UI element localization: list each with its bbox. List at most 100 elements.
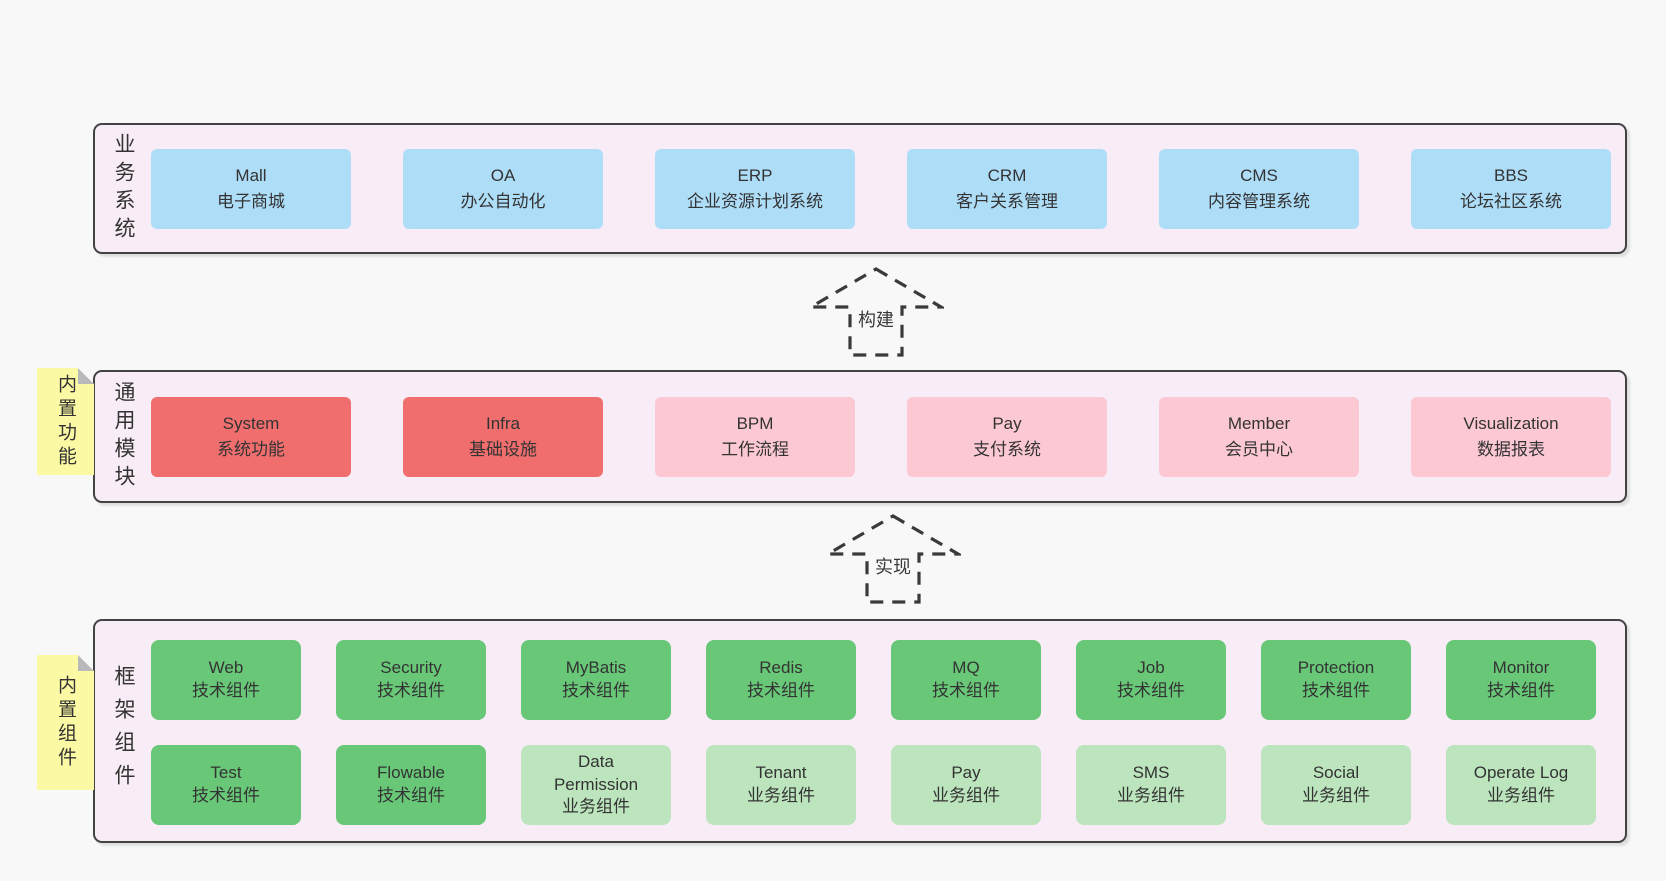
module-name: MQ (952, 658, 980, 678)
module-name: CRM (987, 166, 1027, 185)
module-name: Flowable (376, 763, 446, 783)
module-desc: 技术组件 (747, 681, 815, 700)
module-name: BPM (736, 414, 774, 433)
band-side-label-business: 业务系统 (112, 132, 135, 245)
modules-box-row: System 系统功能 Infra 基础设施 BPM 工作流程 Pay 支付系统… (151, 372, 1611, 501)
component-box-mq: MQ 技术组件 (891, 640, 1041, 720)
module-box-system: System 系统功能 (151, 396, 351, 477)
module-name: Infra (485, 414, 521, 433)
module-name: Data Permission (553, 751, 639, 794)
module-desc: 技术组件 (1117, 681, 1185, 700)
folded-corner-icon (78, 368, 94, 384)
module-desc: 内容管理系统 (1208, 191, 1310, 211)
arrow-implement: 实现 (825, 513, 961, 605)
module-box-pay: Pay 支付系统 (907, 396, 1107, 477)
component-box-sms: SMS 业务组件 (1076, 745, 1226, 825)
module-desc: 系统功能 (217, 439, 285, 459)
module-box-bpm: BPM 工作流程 (655, 396, 855, 477)
component-box-monitor: Monitor 技术组件 (1446, 640, 1596, 720)
sticky-note-built-in-components: 内置组件 (37, 655, 94, 790)
sticky-label: 内置功能 (55, 373, 76, 470)
component-box-protection: Protection 技术组件 (1261, 640, 1411, 720)
arrow-implement-label: 实现 (872, 553, 914, 579)
module-desc: 技术组件 (562, 681, 630, 700)
module-desc: 业务组件 (1302, 786, 1370, 805)
components-row-2: Test 技术组件 Flowable 技术组件 Data Permission … (151, 745, 1596, 825)
module-desc: 客户关系管理 (956, 191, 1058, 211)
module-name: CMS (1240, 166, 1278, 185)
module-box-oa: OA 办公自动化 (403, 148, 603, 229)
sticky-note-built-in-features: 内置功能 (37, 368, 94, 475)
module-name: Mall (235, 166, 267, 185)
module-name: Member (1227, 414, 1291, 433)
component-box-test: Test 技术组件 (151, 745, 301, 825)
module-box-bbs: BBS 论坛社区系统 (1411, 148, 1611, 229)
sticky-label: 内置组件 (55, 674, 76, 771)
module-name: Monitor (1492, 658, 1550, 678)
module-name: Job (1137, 658, 1165, 678)
component-box-pay: Pay 业务组件 (891, 745, 1041, 825)
module-desc: 技术组件 (1302, 681, 1370, 700)
module-box-erp: ERP 企业资源计划系统 (655, 148, 855, 229)
component-box-redis: Redis 技术组件 (706, 640, 856, 720)
components-row-1: Web 技术组件 Security 技术组件 MyBatis 技术组件 Redi… (151, 640, 1596, 720)
module-name: Pay (992, 414, 1022, 433)
module-desc: 技术组件 (1487, 681, 1555, 700)
module-box-visualization: Visualization 数据报表 (1411, 396, 1611, 477)
module-name: Pay (951, 763, 981, 783)
module-name: Test (210, 763, 242, 783)
component-box-security: Security 技术组件 (336, 640, 486, 720)
component-box-job: Job 技术组件 (1076, 640, 1226, 720)
component-box-tenant: Tenant 业务组件 (706, 745, 856, 825)
band-common-modules: 通用模块 System 系统功能 Infra 基础设施 BPM 工作流程 Pay… (93, 370, 1627, 503)
module-desc: 技术组件 (932, 681, 1000, 700)
band-business-systems: 业务系统 Mall 电子商城 OA 办公自动化 ERP 企业资源计划系统 CRM… (93, 123, 1627, 254)
module-desc: 业务组件 (747, 786, 815, 805)
band-side-label-modules: 通用模块 (112, 380, 135, 493)
module-desc: 技术组件 (192, 786, 260, 805)
band-side-label-components: 框架组件 (112, 665, 135, 797)
component-box-flowable: Flowable 技术组件 (336, 745, 486, 825)
module-desc: 办公自动化 (460, 191, 546, 211)
module-name: Social (1312, 763, 1360, 783)
module-box-cms: CMS 内容管理系统 (1159, 148, 1359, 229)
block-arrow-up-icon (808, 267, 944, 357)
module-box-member: Member 会员中心 (1159, 396, 1359, 477)
module-desc: 基础设施 (469, 439, 537, 459)
module-desc: 会员中心 (1225, 439, 1293, 459)
module-name: Tenant (755, 763, 807, 783)
module-desc: 技术组件 (377, 786, 445, 805)
component-box-web: Web 技术组件 (151, 640, 301, 720)
components-box-grid: Web 技术组件 Security 技术组件 MyBatis 技术组件 Redi… (151, 640, 1596, 825)
component-box-operate-log: Operate Log 业务组件 (1446, 745, 1596, 825)
module-desc: 业务组件 (932, 786, 1000, 805)
module-name: Protection (1297, 658, 1375, 678)
module-name: MyBatis (565, 658, 627, 678)
module-desc: 企业资源计划系统 (687, 191, 823, 211)
module-name: Visualization (1463, 414, 1559, 433)
component-box-mybatis: MyBatis 技术组件 (521, 640, 671, 720)
band-framework-components: 框架组件 Web 技术组件 Security 技术组件 MyBatis 技术组件… (93, 619, 1627, 843)
module-box-infra: Infra 基础设施 (403, 396, 603, 477)
module-name: SMS (1132, 763, 1170, 783)
module-desc: 数据报表 (1477, 439, 1545, 459)
module-desc: 业务组件 (562, 797, 630, 817)
module-name: BBS (1493, 166, 1529, 185)
arrow-build: 构建 (808, 266, 944, 358)
module-box-mall: Mall 电子商城 (151, 148, 351, 229)
module-desc: 电子商城 (217, 191, 285, 211)
module-name: Web (208, 658, 244, 678)
module-name: System (222, 414, 280, 433)
module-name: Security (380, 658, 442, 678)
module-desc: 业务组件 (1117, 786, 1185, 805)
component-box-data-permission: Data Permission 业务组件 (521, 745, 671, 825)
module-name: Operate Log (1473, 763, 1569, 783)
arrow-build-label: 构建 (855, 306, 897, 332)
module-name: OA (490, 166, 516, 185)
module-desc: 技术组件 (377, 681, 445, 700)
module-box-crm: CRM 客户关系管理 (907, 148, 1107, 229)
module-desc: 业务组件 (1487, 786, 1555, 805)
module-desc: 技术组件 (192, 681, 260, 700)
business-box-row: Mall 电子商城 OA 办公自动化 ERP 企业资源计划系统 CRM 客户关系… (151, 125, 1611, 252)
folded-corner-icon (78, 655, 94, 671)
